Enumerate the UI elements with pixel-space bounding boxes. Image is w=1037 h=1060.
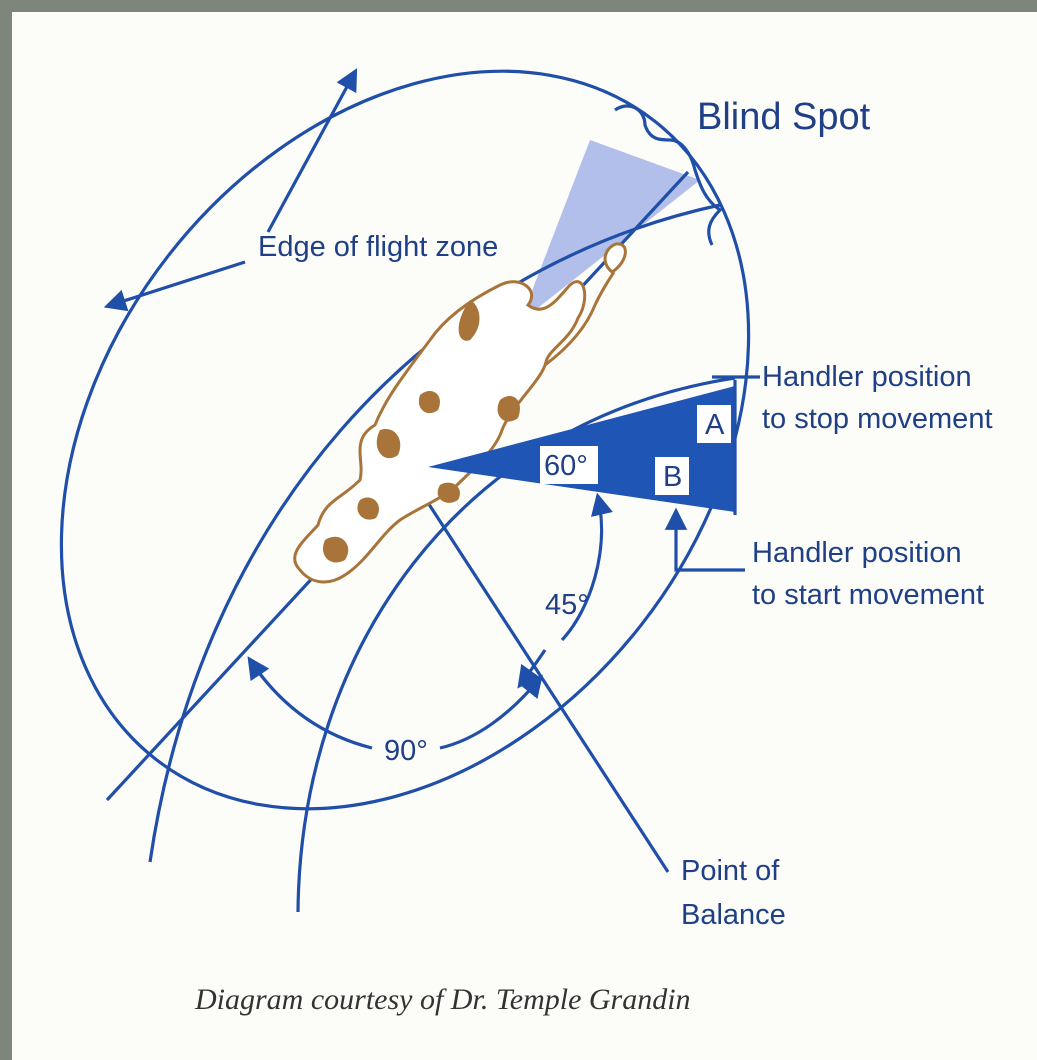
handler-stop-label-line2: to stop movement — [762, 403, 993, 435]
blind-spot-label: Blind Spot — [697, 96, 871, 138]
point-of-balance-line — [408, 472, 668, 872]
diagram-caption: Diagram courtesy of Dr. Temple Grandin — [194, 983, 691, 1016]
angle-90-arc-right — [440, 678, 540, 748]
edge-arrow-up — [268, 72, 355, 232]
point-of-balance-line2: Balance — [681, 899, 786, 931]
angle-90-arc — [250, 660, 372, 748]
point-of-balance-line1: Point of — [681, 855, 780, 887]
edge-of-flight-zone-label: Edge of flight zone — [258, 231, 498, 263]
handler-start-leader — [676, 512, 745, 570]
edge-arrow-left — [108, 262, 245, 306]
cow-silhouette — [295, 244, 626, 582]
blind-spot-region — [520, 140, 700, 322]
marker-a: A — [705, 409, 725, 441]
marker-b: B — [663, 461, 682, 493]
angle-90-label: 90° — [384, 735, 428, 767]
outer-arc — [150, 205, 720, 862]
angle-45-label: 45° — [545, 589, 589, 621]
handler-stop-label-line1: Handler position — [762, 361, 972, 393]
handler-start-label-line2: to start movement — [752, 579, 984, 611]
angle-60-label: 60° — [544, 450, 588, 482]
handler-start-label-line1: Handler position — [752, 537, 962, 569]
